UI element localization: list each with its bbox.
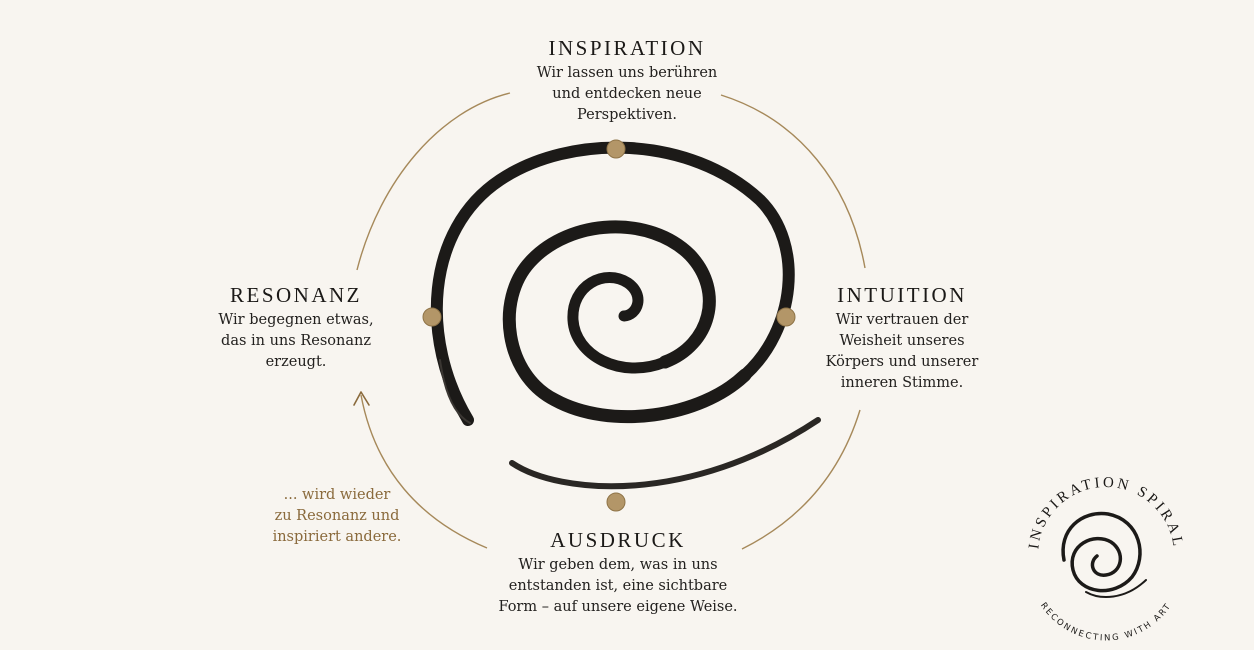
spiral-tail-stroke bbox=[509, 417, 821, 490]
stage-resonanz: RESONANZ Wir begegnen etwas, das in uns … bbox=[196, 283, 396, 373]
cycle-arc-left-bottom bbox=[360, 394, 488, 549]
gold-dot-icon bbox=[422, 307, 442, 327]
stage-ausdruck: AUSDRUCK Wir geben dem, was in uns entst… bbox=[478, 528, 758, 618]
logo: INSPIRATION SPIRAL RECONNECTING WITH ART bbox=[1026, 475, 1183, 644]
stage-title: AUSDRUCK bbox=[550, 528, 686, 552]
gold-dot-icon bbox=[606, 492, 626, 512]
spiral-outer-stroke bbox=[430, 141, 795, 426]
stage-description: Wir begegnen etwas, das in uns Resonanz … bbox=[218, 312, 374, 370]
stage-inspiration: INSPIRATION Wir lassen uns berühren und … bbox=[492, 36, 762, 126]
gold-dot-icon bbox=[606, 139, 626, 159]
stage-description: Wir lassen uns berühren und entdecken ne… bbox=[536, 65, 718, 123]
spiral-middle-stroke bbox=[502, 220, 752, 424]
cycle-arc-top-right bbox=[720, 94, 866, 269]
arrow-up-icon bbox=[353, 391, 370, 406]
stage-description: Wir vertrauen der Weisheit unseres Körpe… bbox=[825, 312, 979, 391]
gold-dot-icon bbox=[776, 307, 796, 327]
spiral-inner-stroke bbox=[567, 272, 671, 374]
logo-spiral-icon bbox=[1061, 511, 1147, 598]
stage-title: INTUITION bbox=[837, 283, 967, 307]
logo-tagline: RECONNECTING WITH ART bbox=[1038, 601, 1174, 644]
cycle-arc-top-left bbox=[356, 92, 511, 271]
stage-title: INSPIRATION bbox=[548, 36, 706, 60]
cycle-arc-right-bottom bbox=[741, 409, 861, 550]
cycle-arcs bbox=[356, 92, 866, 550]
spiral-brush-trail bbox=[439, 359, 471, 424]
brush-spiral-icon bbox=[430, 141, 821, 490]
stage-description: Wir geben dem, was in uns entstanden ist… bbox=[498, 557, 738, 615]
stage-intuition: INTUITION Wir vertrauen der Weisheit uns… bbox=[792, 283, 1012, 394]
cycle-note: ... wird wieder zu Resonanz und inspirie… bbox=[272, 487, 402, 545]
stage-markers bbox=[422, 139, 796, 512]
stage-title: RESONANZ bbox=[229, 283, 362, 307]
